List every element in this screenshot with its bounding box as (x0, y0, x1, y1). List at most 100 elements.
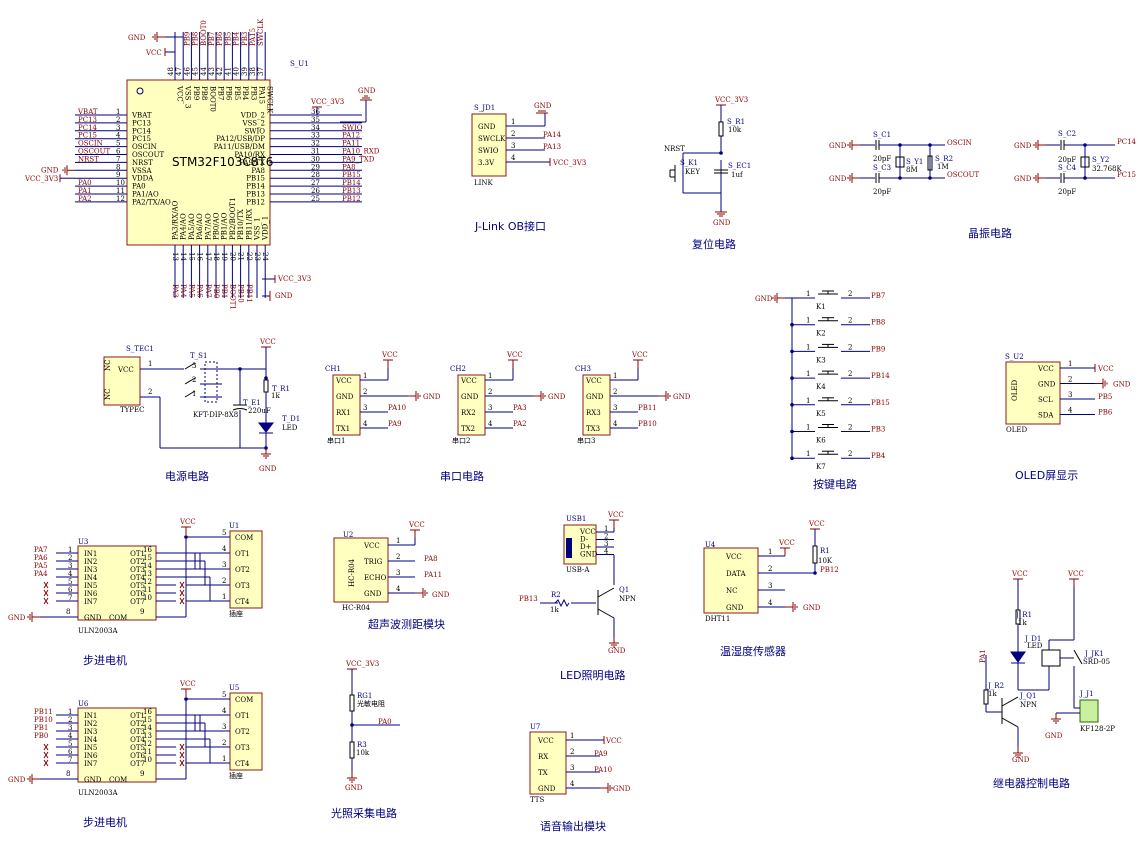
ultra-part: HC-R04 (342, 604, 371, 612)
key-ref: K5 (816, 410, 826, 418)
tts-ref: U7 (530, 723, 540, 731)
pin-name: OT6 (130, 752, 145, 760)
pin-number: 4 (363, 420, 368, 428)
pin-number: 10 (143, 756, 152, 764)
pin-number: 40 (233, 67, 241, 76)
pin-number: 2 (613, 388, 617, 396)
junction-dot (790, 349, 794, 354)
wire (43, 759, 49, 767)
res-ref: R3 (357, 741, 367, 749)
pin-number: 42 (216, 67, 224, 76)
net-label: PA10 (388, 404, 406, 412)
pin-number: 7 (68, 756, 72, 764)
pin-name: OT6 (130, 590, 145, 598)
net-label: OSCOUT (78, 148, 111, 156)
q-ref: J_Q1 (1019, 692, 1037, 700)
pin-number: 11 (143, 748, 152, 756)
net-label: PB9 (871, 345, 885, 353)
pin-number: 2 (848, 397, 852, 405)
key-ref: K3 (816, 356, 826, 364)
relay-title: 继电器控制电路 (993, 776, 1070, 790)
wire (179, 589, 185, 597)
pin-name: IN3 (84, 566, 97, 574)
pin-name: IN4 (84, 574, 98, 582)
pin-name: TX3 (586, 425, 600, 433)
pin-number: 39 (241, 67, 249, 76)
pin-number: 3 (222, 723, 226, 731)
net-label: OSCIN (78, 140, 103, 148)
res-ref: J_R2 (987, 682, 1004, 690)
light-resistor (349, 741, 355, 759)
net-label: OSCOUT (947, 171, 980, 179)
pin-number: 41 (224, 67, 232, 76)
net-label: PA4 (179, 284, 187, 298)
pin-number: 2 (68, 716, 72, 724)
pin-name: OT1 (130, 712, 145, 720)
oled-footer: OLED (1006, 426, 1027, 434)
net-label: PA2 (78, 195, 92, 203)
net-label: GND (41, 166, 59, 174)
jlink-ref: S_JD1 (474, 104, 495, 112)
pin-name: COM (235, 534, 253, 542)
pin-name: IN6 (84, 590, 98, 598)
pin-name: VCC (335, 377, 352, 385)
pin-number: 3 (68, 724, 72, 732)
pin-name: PA9/TX (239, 159, 265, 167)
crystal-circuit: GNDS_C120pFGNDS_C320pFS_Y18MS_R21MOSCINO… (829, 130, 1137, 240)
pin-number: 28 (311, 171, 320, 179)
pin-name: SDA (1038, 412, 1054, 420)
pin-number: 9 (140, 608, 144, 616)
pin-name: PA4/AO (180, 213, 188, 240)
pin-name: ECHO (364, 574, 387, 582)
pin-number: 1 (806, 450, 810, 458)
pin-name: NC (726, 587, 737, 595)
pin-name: IN3 (84, 728, 97, 736)
net-label: PB11 (638, 404, 657, 412)
pin-name: PB5 (233, 86, 241, 100)
pin-name: PA8 (251, 167, 265, 175)
uart-vcc-label: VCC (506, 351, 523, 359)
pin-name: COM (109, 776, 127, 784)
pin-name: PB0/AO (213, 212, 221, 240)
key-ref: K6 (816, 437, 826, 445)
mcu-body (126, 79, 271, 246)
pin-number: 6 (68, 586, 73, 594)
pin-name: PB14 (246, 183, 265, 191)
net-label: GND (1014, 142, 1032, 150)
net-label: SWCLK (257, 18, 265, 46)
net-label: GND (8, 614, 26, 622)
pin-name: PC15 (132, 135, 151, 143)
pin-number: 16 (143, 546, 152, 554)
net-label: PA12 (342, 132, 360, 140)
pin-number: 23 (253, 252, 261, 261)
motor-label: 插座 (229, 771, 243, 780)
pin-number: 4 (116, 132, 121, 140)
ultra-ref: U2 (343, 531, 353, 539)
pin-name: GND (364, 590, 382, 598)
wire (43, 751, 49, 759)
res-ref: T_R1 (272, 385, 290, 393)
pin-number: 20 (228, 252, 236, 261)
pin-name: VCC (363, 542, 380, 550)
net-label: SWIO (342, 124, 363, 132)
pin-number: 3 (1068, 391, 1072, 399)
pin-number: 2 (68, 554, 72, 562)
net-label: GND (8, 776, 26, 784)
pin-number: 2 (116, 116, 120, 124)
net-label: PB0 (34, 732, 48, 740)
usb-val: USB-A (566, 566, 590, 574)
pin-number: 15 (143, 554, 152, 562)
net-label: PB1 (34, 724, 48, 732)
net-label: PB12 (820, 566, 839, 574)
pin-name: PA15 (258, 86, 266, 104)
net-label: BOOT0 (200, 20, 208, 46)
net-label: PB7 (208, 32, 216, 46)
pin-name: VCC (579, 528, 596, 536)
typec-body (103, 356, 141, 406)
